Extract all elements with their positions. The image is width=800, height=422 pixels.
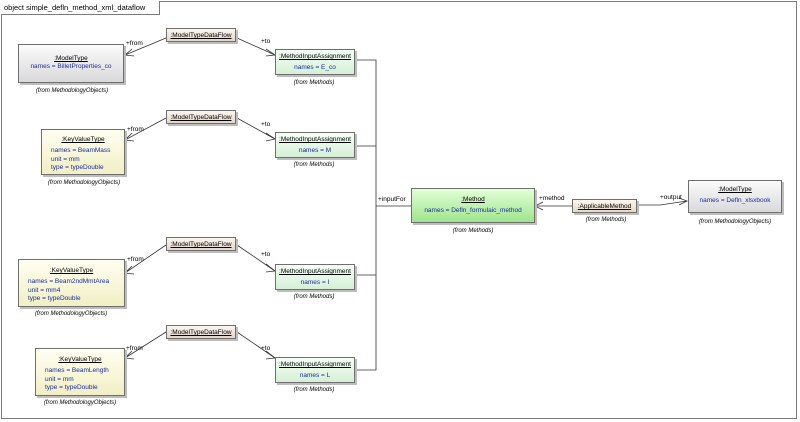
node-caption: (from MethodologyObjects)	[35, 88, 109, 94]
node-title: :MethodInputAssignment	[279, 53, 351, 60]
node-title: :MethodInputAssignment	[279, 361, 351, 368]
dataflow-node-4[interactable]: :ModelTypeDataFlow	[166, 325, 236, 339]
node-caption: (from Methods)	[452, 228, 494, 234]
edge-mt1-dataflow1	[124, 37, 167, 56]
node-caption: (from Methods)	[293, 387, 335, 393]
dataflow-node-1[interactable]: :ModelTypeDataFlow	[166, 28, 236, 42]
edge-label-from: +from	[127, 126, 144, 133]
method-input-assignment-node-4[interactable]: :MethodInputAssignment names = L	[275, 357, 355, 383]
node-title: :ModelTypeDataFlow	[170, 114, 232, 121]
node-caption: (from MethodologyObjects)	[43, 400, 117, 406]
node-title: :ApplicableMethod	[577, 203, 632, 210]
node-attr-names: names = Defln_xlsxbook	[699, 197, 771, 204]
node-attr-names: names = M	[298, 147, 332, 154]
edge-kvt2-dataflow3	[124, 244, 167, 274]
node-title: :Method	[461, 196, 485, 203]
node-title: :KeyValueType	[61, 136, 105, 143]
method-input-assignment-node-3[interactable]: :MethodInputAssignment names = I	[275, 264, 355, 290]
key-value-type-node-1[interactable]: :KeyValueType names = BeamMass unit = mm…	[41, 129, 125, 175]
edge-label-to: +to	[261, 38, 271, 45]
method-node[interactable]: :Method names = Defln_formulaic_method	[411, 188, 535, 223]
edge-bus	[356, 59, 377, 371]
node-title: :KeyValueType	[49, 267, 94, 274]
dataflow-node-2[interactable]: :ModelTypeDataFlow	[166, 110, 236, 124]
node-caption: (from MethodologyObjects)	[698, 219, 772, 225]
node-title: :ModelTypeDataFlow	[170, 241, 232, 248]
node-attr-unit: unit = mm	[51, 155, 80, 163]
node-caption: (from Methods)	[293, 294, 335, 300]
node-caption: (from Methods)	[293, 162, 335, 168]
node-caption: (from MethodologyObjects)	[34, 311, 108, 317]
edge-label-output: +output	[660, 194, 682, 201]
node-attr-type: type = typeDouble	[45, 384, 98, 391]
node-caption: (from Methods)	[293, 80, 335, 86]
node-title: :MethodInputAssignment	[279, 136, 351, 143]
node-caption: (from Methods)	[585, 217, 627, 223]
node-title: :ModelTypeDataFlow	[170, 329, 232, 336]
node-attr-type: type = typeDouble	[51, 164, 104, 171]
node-title: :ModelTypeDataFlow	[170, 32, 232, 39]
node-attr-names: names = E_co	[294, 64, 336, 71]
node-title: :ModelType	[718, 186, 752, 193]
edge-label-to: +to	[261, 345, 271, 352]
node-attr-type: type = typeDouble	[28, 295, 81, 302]
model-type-node-2[interactable]: :ModelType names = Defln_xlsxbook	[688, 180, 782, 213]
node-title: :KeyValueType	[58, 356, 102, 363]
node-attr-unit: unit = mm4	[28, 286, 61, 294]
edge-kvt1-dataflow2	[124, 117, 167, 141]
edge-label-input-for: +inputFor	[378, 196, 406, 203]
edge-dataflow3-mia3	[236, 244, 276, 272]
edge-label-to: +to	[261, 121, 271, 128]
diagram-tab-label: object simple_defln_method_xml_dataflow	[1, 1, 161, 15]
applicable-method-node[interactable]: :ApplicableMethod	[572, 199, 637, 213]
dataflow-node-3[interactable]: :ModelTypeDataFlow	[166, 237, 236, 251]
edge-label-from: +from	[126, 345, 143, 352]
edge-kvt3-dataflow4	[124, 331, 167, 359]
node-attr-names: names = I	[300, 279, 330, 286]
edge-label-method: +method	[539, 195, 565, 202]
node-caption: (from MethodologyObjects)	[47, 180, 121, 186]
node-attr-names: names = BilletProperties_co	[30, 63, 112, 70]
node-attr-names: names = Beam2ndMmtArea	[28, 278, 110, 285]
key-value-type-node-3[interactable]: :KeyValueType names = BeamLength unit = …	[35, 348, 125, 396]
model-type-node-1[interactable]: :ModelType names = BilletProperties_co	[18, 44, 124, 83]
edge-label-from: +from	[126, 40, 143, 47]
node-title: :ModelType	[54, 55, 88, 62]
node-attr-names: names = BeamLength	[45, 367, 109, 374]
method-input-assignment-node-2[interactable]: :MethodInputAssignment names = M	[275, 132, 355, 158]
key-value-type-node-2[interactable]: :KeyValueType names = Beam2ndMmtArea uni…	[18, 259, 125, 307]
method-input-assignment-node-1[interactable]: :MethodInputAssignment names = E_co	[275, 49, 355, 75]
node-title: :MethodInputAssignment	[279, 268, 351, 275]
edge-dataflow1-mia1	[236, 37, 276, 56]
node-attr-names: names = BeamMass	[51, 147, 111, 154]
edge-label-from: +from	[127, 256, 144, 263]
edge-dataflow2-mia2	[236, 117, 276, 140]
edge-label-to: +to	[261, 251, 271, 258]
node-attr-names: names = Defln_formulaic_method	[424, 207, 522, 214]
node-attr-unit: unit = mm	[45, 375, 74, 383]
node-attr-names: names = L	[299, 372, 331, 379]
edge-dataflow4-mia4	[236, 331, 276, 359]
edge-appm-mt2	[637, 200, 688, 206]
